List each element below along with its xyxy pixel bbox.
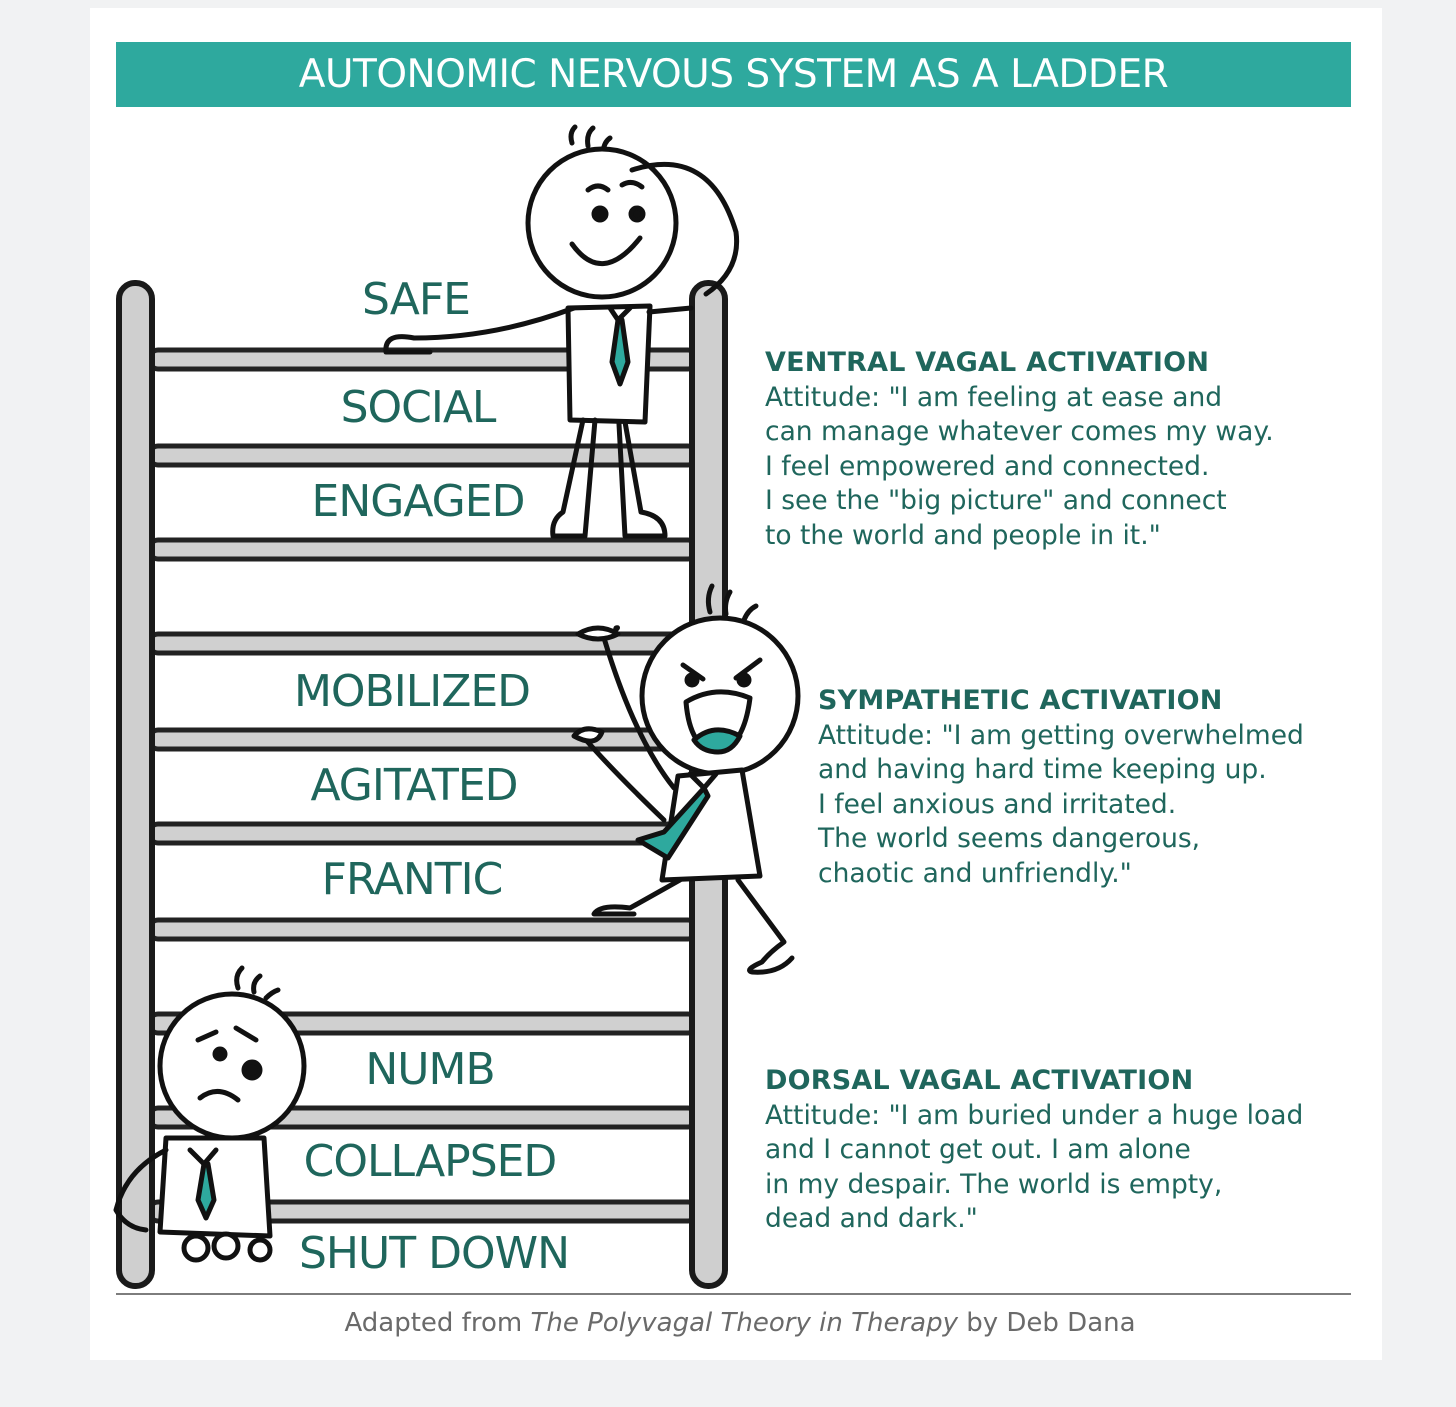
- ventral-vagal-heading: VENTRAL VAGAL ACTIVATION: [765, 347, 1210, 378]
- rung-label-engaged: ENGAGED: [311, 476, 526, 527]
- dorsal-vagal-line: in my despair. The world is empty,: [765, 1168, 1223, 1200]
- sympathetic-line: chaotic and unfriendly.": [818, 857, 1132, 889]
- dorsal-vagal-description: DORSAL VAGAL ACTIVATION Attitude: "I am …: [765, 1064, 1303, 1237]
- sympathetic-description: SYMPATHETIC ACTIVATION Attitude: "I am g…: [818, 684, 1304, 891]
- ladder-rail-left: [116, 280, 155, 1289]
- rung-label-numb: NUMB: [365, 1044, 495, 1095]
- footer-divider: [116, 1293, 1351, 1295]
- sympathetic-line: and having hard time keeping up.: [818, 754, 1267, 785]
- calm-figure-icon: [383, 124, 740, 539]
- sympathetic-heading: SYMPATHETIC ACTIVATION: [818, 685, 1223, 716]
- ventral-vagal-line: I feel empowered and connected.: [765, 450, 1210, 482]
- agitated-figure-icon: [571, 583, 801, 975]
- rung-label-collapsed: COLLAPSED: [303, 1136, 558, 1187]
- ventral-vagal-description: VENTRAL VAGAL ACTIVATION Attitude: "I am…: [765, 346, 1274, 553]
- credit-book-title: The Polyvagal Theory in Therapy: [530, 1308, 958, 1338]
- sympathetic-line: The world seems dangerous,: [818, 823, 1201, 854]
- ladder-rung: [147, 537, 699, 562]
- credit-prefix: Adapted from: [344, 1308, 531, 1338]
- ventral-vagal-line: Attitude: "I am feeling at ease and: [765, 381, 1223, 413]
- ladder-rung: [147, 917, 699, 942]
- rung-label-agitated: AGITATED: [310, 760, 518, 811]
- ladder-rung: [147, 727, 699, 752]
- ventral-vagal-line: to the world and people in it.": [765, 519, 1161, 551]
- dorsal-vagal-heading: DORSAL VAGAL ACTIVATION: [765, 1065, 1194, 1096]
- rung-label-social: SOCIAL: [340, 382, 497, 433]
- dorsal-vagal-line: and I cannot get out. I am alone: [765, 1134, 1191, 1165]
- source-credit: Adapted from The Polyvagal Theory in The…: [0, 1308, 1456, 1338]
- title-text: AUTONOMIC NERVOUS SYSTEM AS A LADDER: [298, 52, 1169, 97]
- sympathetic-line: I feel anxious and irritated.: [818, 788, 1177, 820]
- ventral-vagal-line: I see the "big picture" and connect: [765, 485, 1227, 516]
- credit-suffix: by Deb Dana: [957, 1308, 1136, 1338]
- sympathetic-line: Attitude: "I am getting overwhelmed: [818, 719, 1304, 751]
- dorsal-vagal-line: dead and dark.": [765, 1203, 978, 1234]
- ventral-vagal-line: can manage whatever comes my way.: [765, 416, 1274, 447]
- rung-label-mobilized: MOBILIZED: [293, 666, 531, 717]
- title-banner: AUTONOMIC NERVOUS SYSTEM AS A LADDER: [116, 42, 1351, 107]
- dorsal-vagal-line: Attitude: "I am buried under a huge load: [765, 1099, 1304, 1131]
- rung-label-safe: SAFE: [362, 274, 471, 325]
- rung-label-shut-down: SHUT DOWN: [298, 1228, 570, 1279]
- collapsed-figure-icon: [113, 965, 307, 1263]
- ladder-rung: [147, 821, 699, 846]
- rung-label-frantic: FRANTIC: [321, 854, 504, 905]
- ladder-rung: [147, 443, 699, 468]
